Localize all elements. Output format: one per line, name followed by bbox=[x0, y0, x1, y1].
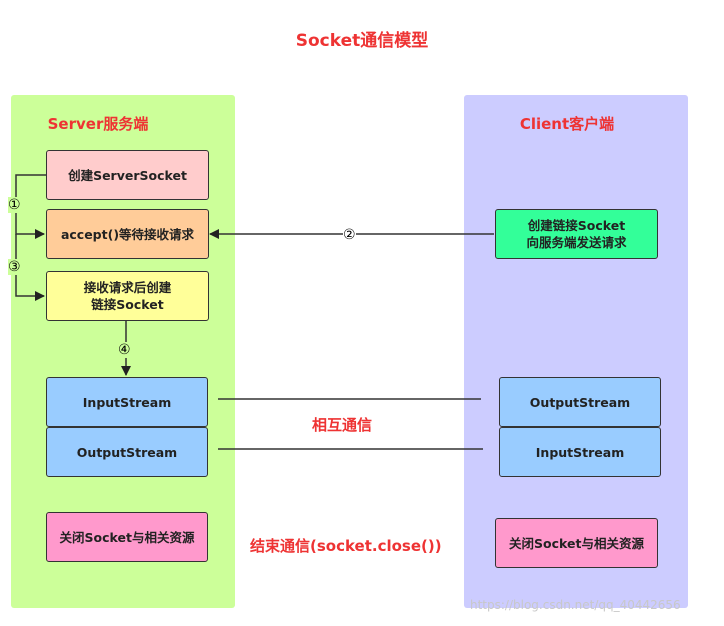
client-close-box: 关闭Socket与相关资源 bbox=[495, 518, 658, 568]
server-title: Server服务端 bbox=[47, 115, 149, 133]
client-create-socket-box: 创建链接Socket 向服务端发送请求 bbox=[495, 209, 658, 259]
create-serversocket-box: 创建ServerSocket bbox=[46, 150, 209, 200]
watermark: https://blog.csdn.net/qq_40442656 bbox=[470, 598, 681, 612]
create-link-line2: 链接Socket bbox=[91, 297, 164, 312]
end-communication-label: 结束通信(socket.close()) bbox=[250, 537, 442, 555]
server-outputstream-box: OutputStream bbox=[46, 427, 208, 477]
diagram-title: Socket通信模型 bbox=[295, 31, 429, 51]
client-inputstream-box: InputStream bbox=[499, 427, 661, 477]
accept-box: accept()等待接收请求 bbox=[46, 209, 209, 259]
client-title: Client客户端 bbox=[519, 115, 615, 133]
step-1-marker: ① bbox=[8, 197, 21, 213]
create-link-line1: 接收请求后创建 bbox=[83, 280, 172, 295]
communicate-label: 相互通信 bbox=[312, 416, 373, 434]
step-2-marker: ② bbox=[343, 227, 356, 243]
server-inputstream-box: InputStream bbox=[46, 377, 208, 427]
create-link-socket-box: 接收请求后创建 链接Socket bbox=[46, 271, 209, 321]
client-create-line1: 创建链接Socket bbox=[527, 218, 626, 233]
server-close-box: 关闭Socket与相关资源 bbox=[46, 512, 208, 562]
step-3-connector bbox=[15, 234, 45, 301]
step-3-marker: ③ bbox=[8, 259, 21, 275]
client-create-line2: 向服务端发送请求 bbox=[526, 235, 627, 250]
step-4-marker: ④ bbox=[118, 342, 131, 358]
client-outputstream-box: OutputStream bbox=[499, 377, 661, 427]
